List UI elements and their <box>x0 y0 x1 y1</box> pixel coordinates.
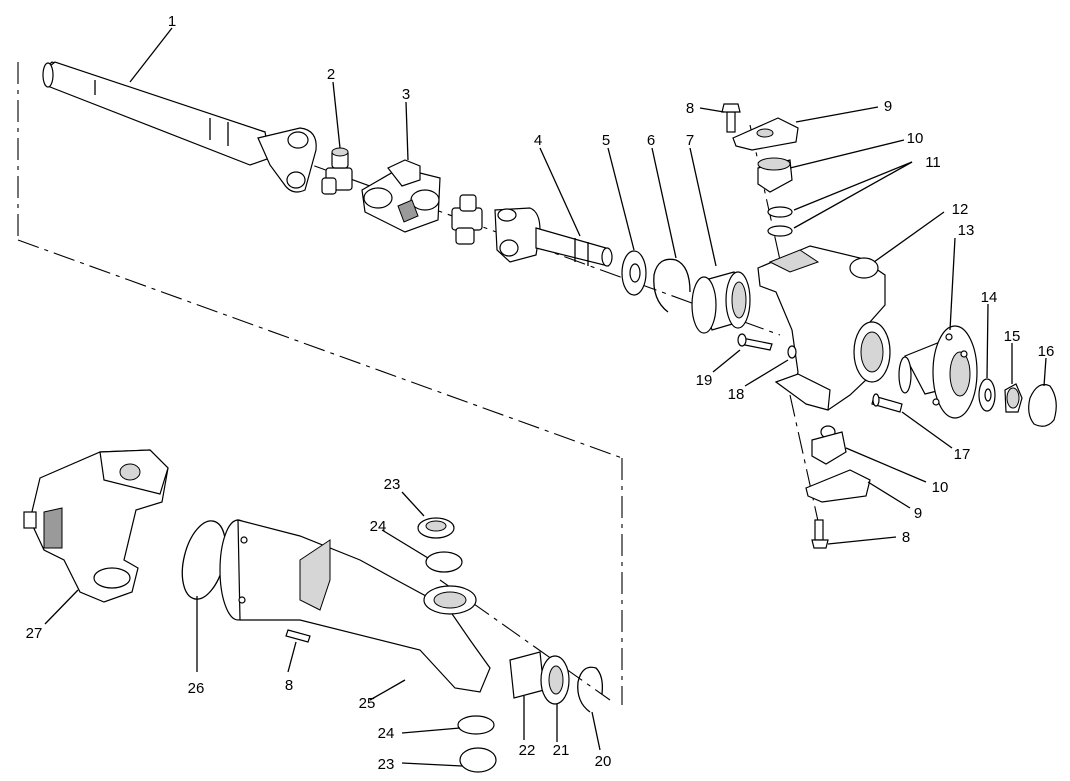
callout-12: 12 <box>952 201 969 218</box>
callout-10-bottom: 10 <box>932 479 949 496</box>
callout-1: 1 <box>168 13 176 30</box>
axle-housing <box>219 519 491 693</box>
callout-11: 11 <box>925 154 941 171</box>
callout-17: 17 <box>954 446 971 463</box>
upper-ball-joint-parts <box>721 103 799 237</box>
wheel-hub <box>898 325 978 419</box>
callout-16: 16 <box>1038 343 1055 360</box>
knuckle-left-view <box>23 449 169 603</box>
callouts: 1 2 3 4 5 6 7 8 9 10 11 12 13 14 15 16 1… <box>26 13 1055 773</box>
callout-19: 19 <box>696 372 713 389</box>
snap-ring <box>653 258 691 313</box>
callout-20: 20 <box>595 753 612 770</box>
stub-shaft <box>494 207 613 267</box>
callout-22: 22 <box>519 742 536 759</box>
callout-3: 3 <box>402 86 410 103</box>
callout-9-bottom: 9 <box>914 505 922 522</box>
housing-bearings <box>417 517 604 773</box>
callout-15: 15 <box>1004 328 1021 345</box>
axle-shaft <box>42 61 317 193</box>
universal-joint-cross-1 <box>321 147 353 195</box>
callout-27: 27 <box>26 625 43 642</box>
callout-8-lower: 8 <box>285 677 293 694</box>
coupling-yoke <box>361 159 441 233</box>
callout-23-bottom: 23 <box>378 756 395 773</box>
wheel-bearing <box>691 271 751 334</box>
steering-knuckle <box>757 245 891 411</box>
callout-14: 14 <box>981 289 998 306</box>
thrust-washer <box>621 250 647 296</box>
callout-13: 13 <box>958 222 975 239</box>
callout-23-top: 23 <box>384 476 401 493</box>
callout-7: 7 <box>686 132 694 149</box>
lower-ball-joint-parts <box>805 425 871 549</box>
knuckle-bolts <box>737 333 903 413</box>
callout-24-top: 24 <box>370 518 387 535</box>
callout-21: 21 <box>553 742 570 759</box>
hub-end-parts <box>978 378 1057 427</box>
callout-18: 18 <box>728 386 745 403</box>
callout-8-top: 8 <box>686 100 694 117</box>
universal-joint-cross-2 <box>451 194 483 245</box>
callout-4: 4 <box>534 132 542 149</box>
callout-9-top: 9 <box>884 98 892 115</box>
callout-24-bottom: 24 <box>378 725 395 742</box>
callout-2: 2 <box>327 66 335 83</box>
callout-25: 25 <box>359 695 376 712</box>
callout-5: 5 <box>602 132 610 149</box>
callout-10-top: 10 <box>907 130 924 147</box>
callout-6: 6 <box>647 132 655 149</box>
leader-lines <box>44 27 1047 767</box>
callout-8-right: 8 <box>902 529 910 546</box>
callout-26: 26 <box>188 680 205 697</box>
